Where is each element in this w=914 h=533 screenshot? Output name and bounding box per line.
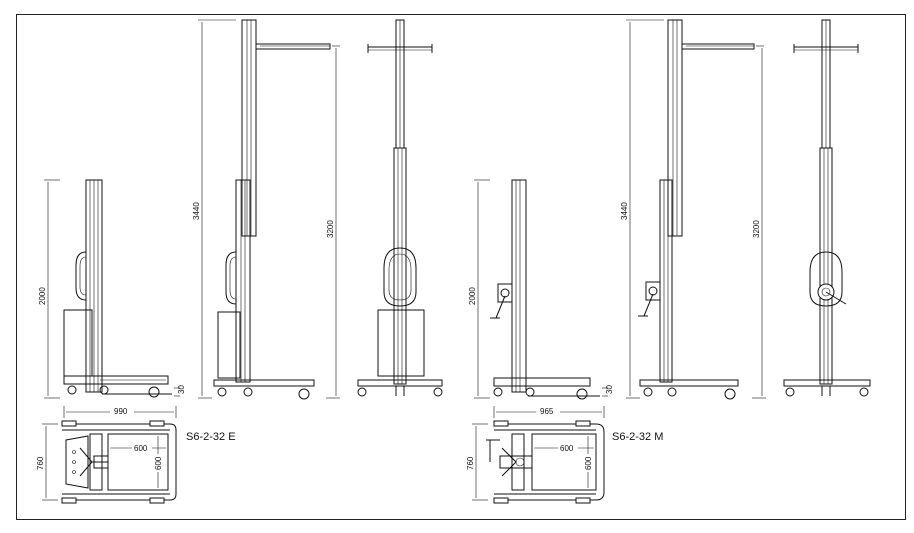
left-dim-990: 990	[114, 407, 128, 416]
left-group: 2000 30	[36, 19, 443, 504]
left-plan-view: 990 760	[36, 406, 177, 504]
left-front-view	[357, 19, 443, 397]
right-front-view	[783, 19, 871, 397]
left-model-label: S6-2-32 E	[186, 431, 236, 443]
left-dim-760: 760	[36, 456, 45, 470]
left-side-view-extended: 3440 3200	[192, 19, 340, 400]
right-dim-760: 760	[466, 456, 475, 470]
right-dim-3200: 3200	[752, 220, 761, 238]
right-dim-2000: 2000	[468, 287, 477, 305]
right-dim-965: 965	[540, 407, 554, 416]
drawing-frame	[16, 14, 906, 520]
right-dim-600-len: 600	[560, 444, 574, 453]
right-model-label: S6-2-32 M	[612, 431, 663, 443]
right-plan-view: 965 760 600 600	[466, 406, 605, 504]
right-side-view-extended: 3440 3200	[620, 19, 766, 400]
right-group: 2000 30 3440	[466, 19, 871, 504]
left-dim-600-len: 600	[134, 444, 148, 453]
left-dim-600-w: 600	[154, 456, 163, 470]
left-dim-30: 30	[177, 385, 186, 394]
left-dim-3440: 3440	[192, 202, 201, 220]
left-dim-2000: 2000	[38, 287, 47, 305]
right-side-view-retracted: 2000 30	[468, 179, 614, 400]
left-side-view-retracted: 2000 30	[38, 179, 186, 399]
right-dim-3440: 3440	[620, 202, 629, 220]
left-dim-3200: 3200	[326, 220, 335, 238]
right-dim-30: 30	[605, 385, 614, 394]
right-dim-600-w: 600	[584, 456, 593, 470]
